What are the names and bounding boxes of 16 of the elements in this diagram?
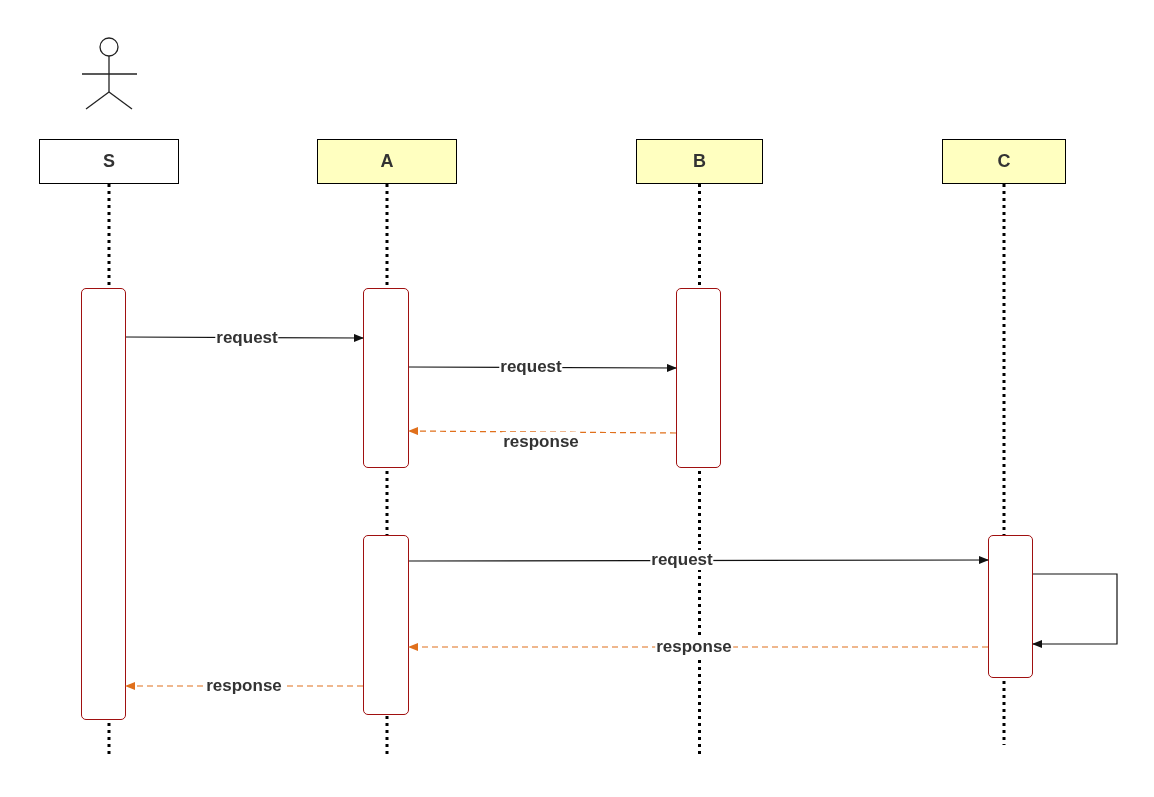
lifeline-header: B bbox=[636, 139, 763, 184]
activation-bar bbox=[988, 535, 1033, 678]
edge-label: response bbox=[502, 432, 580, 452]
arrow bbox=[408, 556, 989, 564]
lifeline-header: A bbox=[317, 139, 457, 184]
lifeline-header: C bbox=[942, 139, 1066, 184]
edge-label: response bbox=[655, 637, 733, 657]
activation-bar bbox=[363, 288, 409, 468]
activation-bar bbox=[81, 288, 126, 720]
activation-bar bbox=[676, 288, 721, 468]
arrow bbox=[408, 427, 677, 436]
activation-bar bbox=[363, 535, 409, 715]
lifeline-header: S bbox=[39, 139, 179, 184]
arrow bbox=[408, 643, 989, 651]
arrow bbox=[1032, 573, 1118, 648]
edge-label: request bbox=[650, 550, 714, 570]
